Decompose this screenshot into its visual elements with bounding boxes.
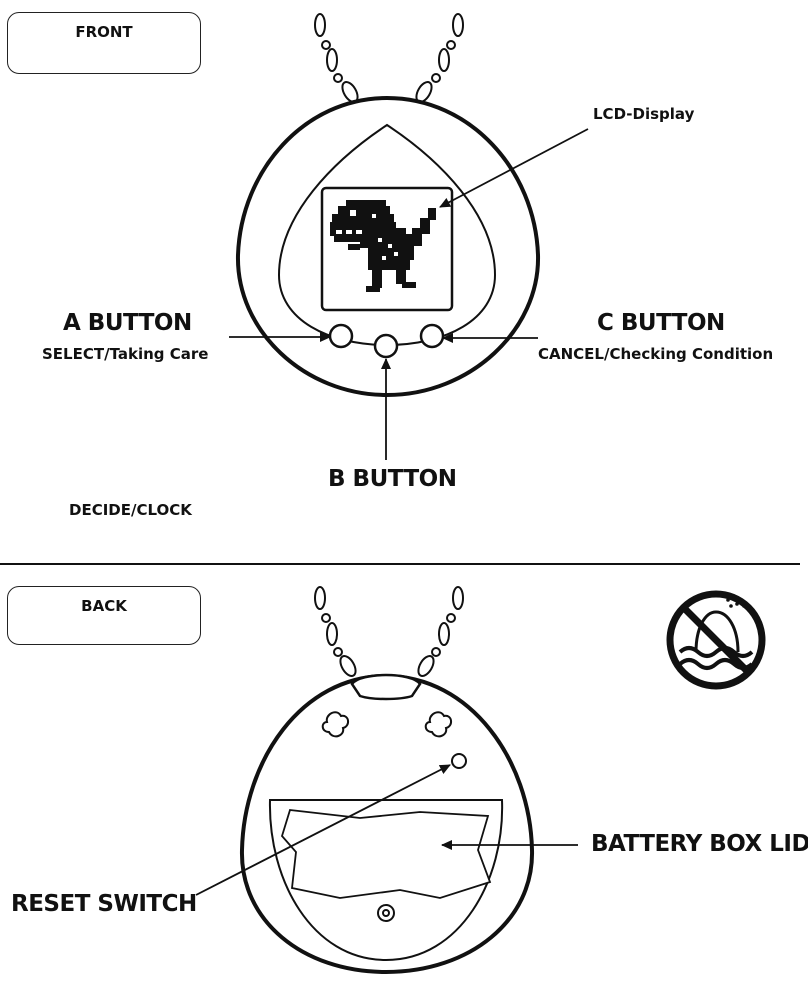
reset-switch-arrow — [195, 764, 451, 896]
no-water-icon — [666, 590, 766, 690]
b-button — [373, 333, 399, 359]
c-button-title: C BUTTON — [597, 310, 725, 336]
lcd-display-label: LCD-Display — [593, 105, 695, 123]
back-tag-box: BACK — [7, 586, 201, 645]
reset-switch-label: RESET SWITCH — [11, 891, 197, 917]
back-tag: BACK — [81, 597, 127, 615]
front-tag: FRONT — [75, 23, 133, 41]
back-egg-body — [239, 673, 535, 975]
back-arrows — [195, 764, 578, 896]
battery-box-lid-label: BATTERY BOX LID — [591, 831, 808, 857]
front-arrows — [229, 128, 589, 460]
a-button — [328, 323, 354, 349]
b-button-description: DECIDE/CLOCK — [69, 501, 192, 519]
a-button-description: SELECT/Taking Care — [42, 345, 209, 363]
c-button — [419, 323, 445, 349]
front-chain — [314, 13, 464, 103]
front-tag-box: FRONT — [7, 12, 201, 74]
c-button-description: CANCEL/Checking Condition — [538, 345, 774, 363]
back-chain — [314, 586, 464, 677]
front-buttons — [328, 323, 445, 359]
lcd-arrow — [439, 128, 589, 208]
reset-switch — [451, 753, 467, 769]
b-button-title: B BUTTON — [328, 466, 457, 492]
a-button-title: A BUTTON — [63, 310, 192, 336]
